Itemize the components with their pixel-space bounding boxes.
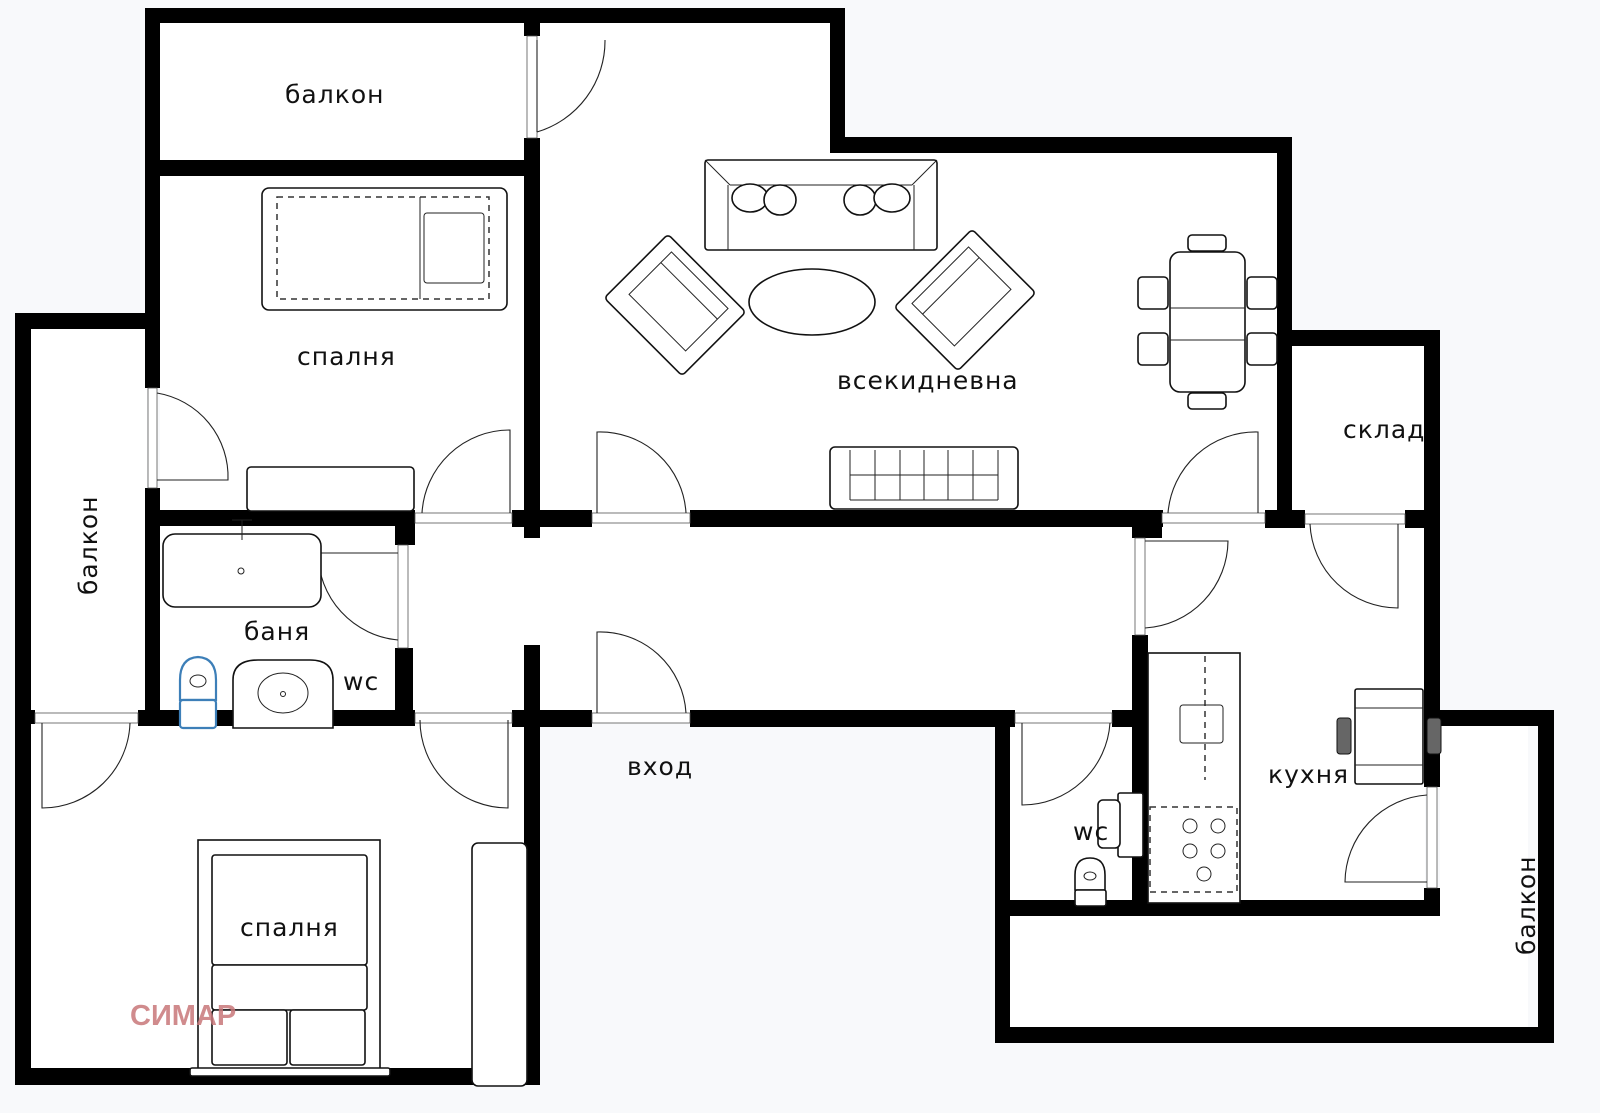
- room-label-bathroom-wc: wc: [343, 667, 379, 696]
- kitchen-table-icon: [1336, 688, 1442, 785]
- room-label-entrance: вход: [627, 752, 693, 781]
- coffee-table-icon: [748, 268, 876, 336]
- wardrobe-icon: [471, 842, 528, 1087]
- sofa-bottom-icon: [829, 446, 1019, 510]
- watermark: СИМАР: [130, 1000, 236, 1032]
- doors: [34, 35, 1438, 889]
- armchair-left-icon: [605, 235, 745, 375]
- small-washbasin-icon: [1097, 792, 1144, 858]
- dresser-icon: [246, 466, 415, 512]
- room-labels: балкон спалня всекидневна склад балкон б…: [74, 80, 1541, 955]
- room-label-balcony-top: балкон: [285, 80, 384, 109]
- wc-toilet-icon: [1074, 857, 1107, 907]
- armchair-right-icon: [895, 230, 1035, 370]
- room-label-storage: склад: [1343, 415, 1425, 444]
- room-label-toilet: wc: [1073, 817, 1109, 846]
- room-label-bathroom: баня: [244, 617, 310, 646]
- single-bed-icon: [261, 187, 508, 311]
- bathtub-icon: [162, 519, 322, 608]
- room-label-balcony-left: балкон: [74, 496, 103, 595]
- room-label-bedroom-bottom: спалня: [240, 913, 339, 942]
- sofa-icon: [704, 159, 938, 251]
- room-label-living-room: всекидневна: [837, 366, 1019, 395]
- double-bed-icon: [189, 839, 391, 1077]
- kitchen-counter-icon: [1147, 652, 1241, 904]
- room-label-bedroom-top: спалня: [297, 342, 396, 371]
- room-label-balcony-right: балкон: [1512, 856, 1541, 955]
- toilet-icon: [178, 655, 218, 730]
- dining-table-icon: [1137, 234, 1278, 410]
- washbasin-icon: [232, 659, 334, 729]
- furniture: [162, 159, 1442, 1087]
- room-label-kitchen: кухня: [1268, 760, 1349, 789]
